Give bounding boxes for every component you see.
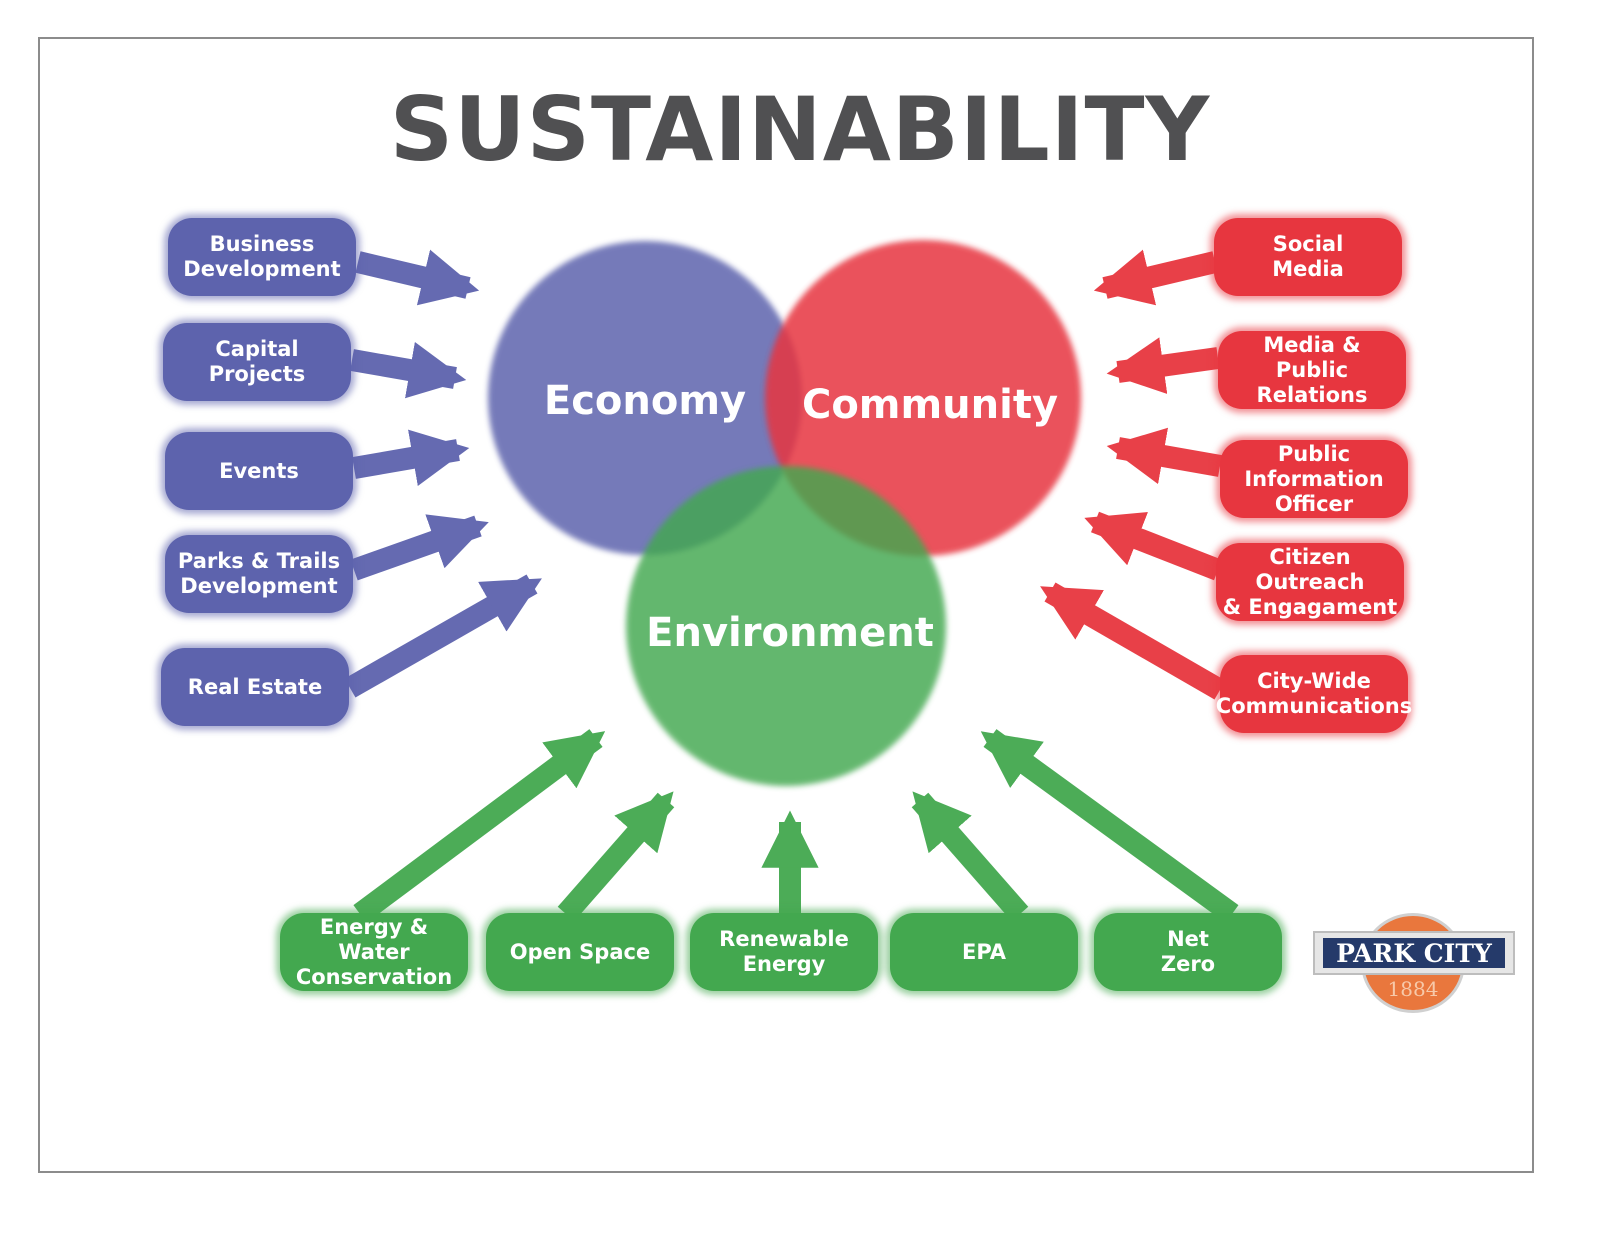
community-item-public-information-officer: Public Information Officer [1220, 440, 1408, 518]
arrow-parks-trails [350, 514, 489, 581]
arrow-energy-water [353, 729, 606, 923]
environment-label: Environment [646, 610, 934, 656]
arrow-city-wide-communications [1040, 582, 1226, 700]
community-item-city-wide-communications: City-Wide Communications [1216, 655, 1412, 733]
arrow-epa [911, 791, 1029, 922]
arrow-public-information-officer [1106, 427, 1222, 485]
community-item-media-public-relations: Media & Public Relations [1218, 331, 1406, 409]
arrow-events [352, 429, 470, 486]
economy-item-real-estate: Real Estate [161, 648, 349, 726]
economy-item-events: Events [165, 432, 353, 510]
arrow-net-zero [980, 729, 1239, 923]
page-title: SUSTAINABILITY [389, 78, 1211, 181]
park-city-logo: PARK CITY 1884 [1313, 913, 1515, 1013]
logo-name: PARK CITY [1323, 938, 1505, 968]
economy-item-business-development: Business Development [168, 218, 356, 296]
community-item-social-media: Social Media [1214, 218, 1402, 296]
environment-arrows [353, 729, 1239, 923]
arrow-business-development [355, 249, 480, 306]
logo-year: 1884 [1387, 977, 1439, 1001]
environment-item-epa: EPA [890, 913, 1078, 991]
community-label: Community [801, 382, 1059, 428]
environment-item-net-zero: Net Zero [1094, 913, 1282, 991]
community-item-citizen-outreach: Citizen Outreach & Engagament [1216, 543, 1404, 621]
page-frame [38, 37, 1534, 1173]
economy-item-parks-trails: Parks & Trails Development [165, 535, 353, 613]
arrow-citizen-outreach [1084, 511, 1222, 581]
economy-arrows [344, 249, 542, 698]
arrow-open-space [557, 791, 675, 922]
arrow-media-public-relations [1106, 337, 1220, 394]
community-arrows [1040, 249, 1226, 700]
environment-circle [626, 466, 946, 786]
arrow-social-media [1093, 249, 1218, 306]
environment-item-open-space: Open Space [486, 913, 674, 991]
arrow-capital-projects [350, 341, 467, 399]
economy-item-capital-projects: Capital Projects [163, 323, 351, 401]
arrow-real-estate [344, 574, 542, 698]
economy-circle [488, 241, 802, 555]
logo-band: PARK CITY [1313, 931, 1515, 975]
environment-item-renewable-energy: Renewable Energy [690, 913, 878, 991]
environment-item-energy-water: Energy & Water Conservation [280, 913, 468, 991]
economy-label: Economy [543, 378, 747, 424]
